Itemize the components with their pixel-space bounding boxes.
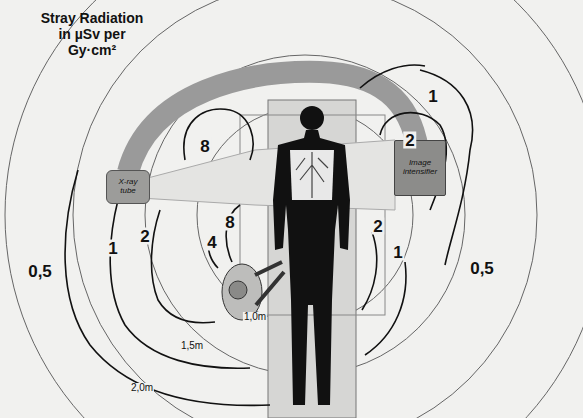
distance-label: 2,0m [130,383,154,393]
callout-number: 4 [205,234,218,251]
callout-number: 2 [403,132,416,149]
x-ray-tube: X-ray tube [106,170,150,204]
node-label: X-ray tube [110,178,146,196]
distance-label: 1,5m [180,341,204,351]
patient-table [268,100,356,418]
node-label: Image intensifier [398,159,442,177]
isodose-contour [65,65,472,405]
distance-label: 1,0m [243,312,267,322]
callout-number: 2 [371,218,384,235]
callout-number: 1 [426,88,439,105]
callout-number: 2 [138,228,151,245]
callout-number: 0,5 [468,260,496,277]
diagram-title: Stray Radiation in µSv per Gy·cm² [36,10,148,58]
distance-circle [73,0,537,418]
c-arm [128,72,418,172]
callout-number: 8 [223,214,236,231]
x-ray-beam [140,140,395,210]
callout-number: 1 [106,240,119,257]
distance-circle [5,0,583,418]
image-intensifier: Image intensifier [394,140,446,196]
callout-number: 0,5 [26,263,54,280]
callout-number: 8 [198,138,211,155]
patient-figure [273,106,350,405]
callout-number: 1 [391,244,404,261]
